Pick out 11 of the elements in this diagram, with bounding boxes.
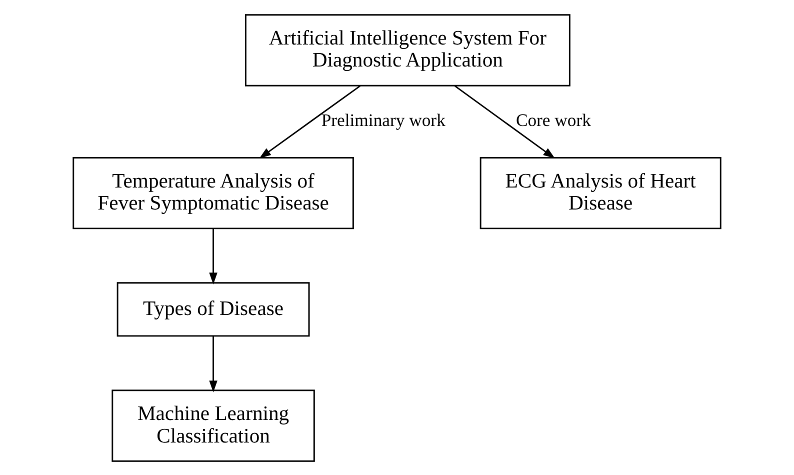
node-box: ECG Analysis of Heart Disease — [480, 156, 722, 229]
arrow — [209, 228, 218, 284]
node-box: Machine Learning Classification — [112, 389, 315, 462]
node-box: Temperature Analysis of Fever Symptomatic Disease — [72, 156, 354, 229]
arrow — [209, 336, 218, 392]
arrow — [454, 84, 556, 158]
edge-label: Core work — [516, 110, 591, 130]
edge-label: Preliminary work — [321, 110, 446, 130]
node-box: Artificial Intelligence System For Diagnostic Application — [244, 14, 570, 86]
arrow — [259, 84, 361, 158]
node-box: Types of Disease — [116, 282, 310, 336]
